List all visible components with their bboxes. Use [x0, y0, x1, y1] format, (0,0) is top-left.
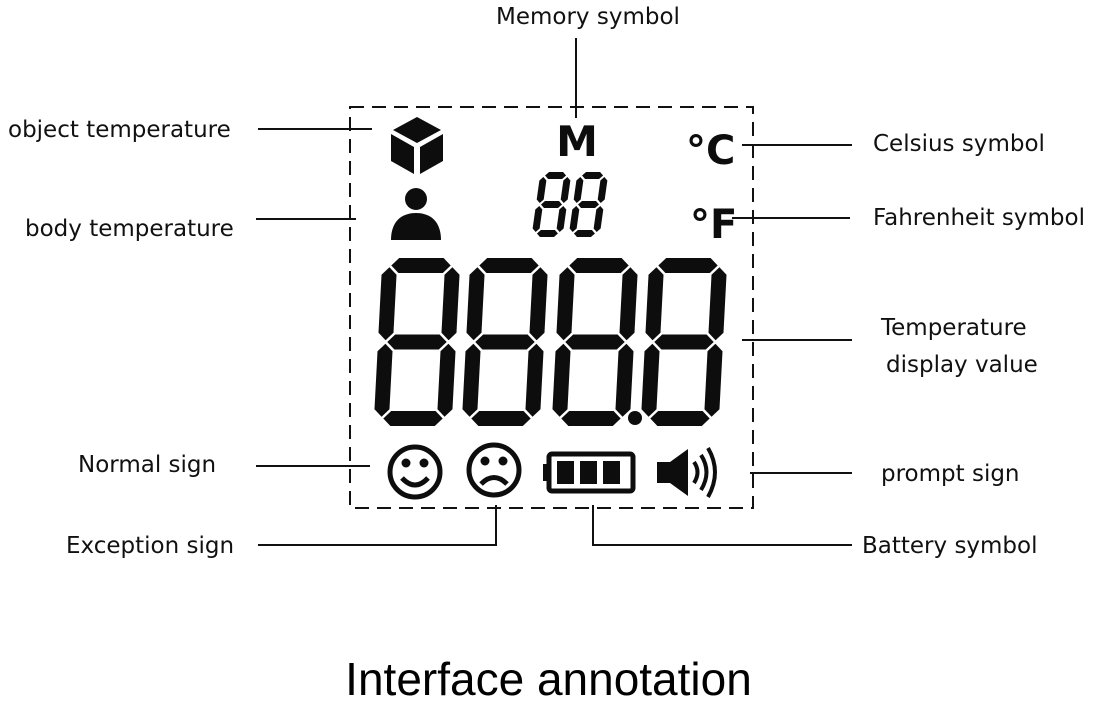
- segment-e: [462, 343, 481, 417]
- main-digit-2: [462, 258, 548, 426]
- segment-e: [532, 206, 543, 232]
- leader-lines: [256, 38, 852, 546]
- segment-g: [565, 334, 625, 350]
- memory-letter: M: [556, 117, 598, 166]
- segment-c: [525, 343, 544, 417]
- segment-g: [578, 201, 599, 208]
- segment-b: [597, 177, 608, 203]
- segment-f: [556, 267, 575, 341]
- exception-sign-label: Exception sign: [66, 533, 235, 559]
- segment-f: [645, 267, 664, 341]
- segment-a: [391, 258, 451, 273]
- main-digit-3: [552, 258, 638, 426]
- temperature-display-label-line2: display value: [886, 352, 1038, 378]
- speaker-icon: [657, 446, 717, 498]
- segment-a: [479, 258, 539, 273]
- segment-b: [441, 267, 460, 341]
- memory-symbol-label: Memory symbol: [496, 4, 680, 30]
- segment-a: [582, 172, 604, 179]
- segment-e: [374, 343, 393, 417]
- memory-digit-2: [569, 172, 608, 237]
- segment-c: [704, 343, 723, 417]
- prompt-sign-label: prompt sign: [881, 461, 1020, 487]
- celsius-glyph: °C: [686, 128, 735, 174]
- celsius-symbol-label: Celsius symbol: [873, 131, 1045, 157]
- segment-e: [569, 206, 580, 232]
- battery-icon: [543, 451, 636, 494]
- fahrenheit-symbol-label: Fahrenheit symbol: [873, 205, 1085, 231]
- decimal-point: [628, 411, 642, 425]
- body-temperature-label: body temperature: [25, 216, 234, 242]
- battery-symbol-label: Battery symbol: [862, 533, 1038, 559]
- segment-b: [708, 267, 727, 341]
- exception-leader-line: [258, 505, 497, 546]
- segment-g: [654, 334, 714, 350]
- cube-icon: [391, 117, 443, 174]
- frowning-eyes: [480, 456, 508, 466]
- lcd-screen-border: [349, 106, 754, 509]
- segment-a: [569, 258, 629, 273]
- battery-leader-line: [592, 505, 852, 546]
- segment-f: [536, 177, 547, 203]
- segment-d: [650, 411, 710, 426]
- segment-b: [529, 267, 548, 341]
- segment-g: [475, 334, 535, 350]
- segment-c: [437, 343, 456, 417]
- temperature-display-label-line1: Temperature: [881, 315, 1027, 341]
- person-icon: [391, 188, 441, 240]
- smiley-eyes: [401, 458, 429, 468]
- segment-f: [466, 267, 485, 341]
- segment-g: [541, 201, 562, 208]
- segment-c: [593, 206, 604, 232]
- segment-f: [573, 177, 584, 203]
- segment-d: [561, 411, 621, 426]
- segment-c: [615, 343, 634, 417]
- segment-d: [536, 230, 558, 237]
- memory-digit-1: [532, 172, 571, 237]
- segment-a: [545, 172, 567, 179]
- segment-e: [641, 343, 660, 417]
- smiley-face-icon: [387, 444, 443, 500]
- diagram-caption: Interface annotation: [345, 653, 752, 705]
- frowning-face-icon: [466, 442, 522, 498]
- normal-sign-label: Normal sign: [78, 452, 217, 478]
- segment-b: [619, 267, 638, 341]
- fahrenheit-glyph: °F: [690, 202, 737, 248]
- segment-b: [560, 177, 571, 203]
- segment-f: [378, 267, 397, 341]
- segment-d: [573, 230, 595, 237]
- segment-e: [552, 343, 571, 417]
- segment-g: [387, 334, 447, 350]
- main-digit-4: [641, 258, 727, 426]
- object-temperature-label: object temperature: [8, 117, 231, 143]
- main-digit-1: [374, 258, 460, 426]
- segment-a: [658, 258, 718, 273]
- seven-segment-digits: [374, 172, 727, 426]
- segment-d: [471, 411, 531, 426]
- segment-d: [383, 411, 443, 426]
- segment-c: [556, 206, 567, 232]
